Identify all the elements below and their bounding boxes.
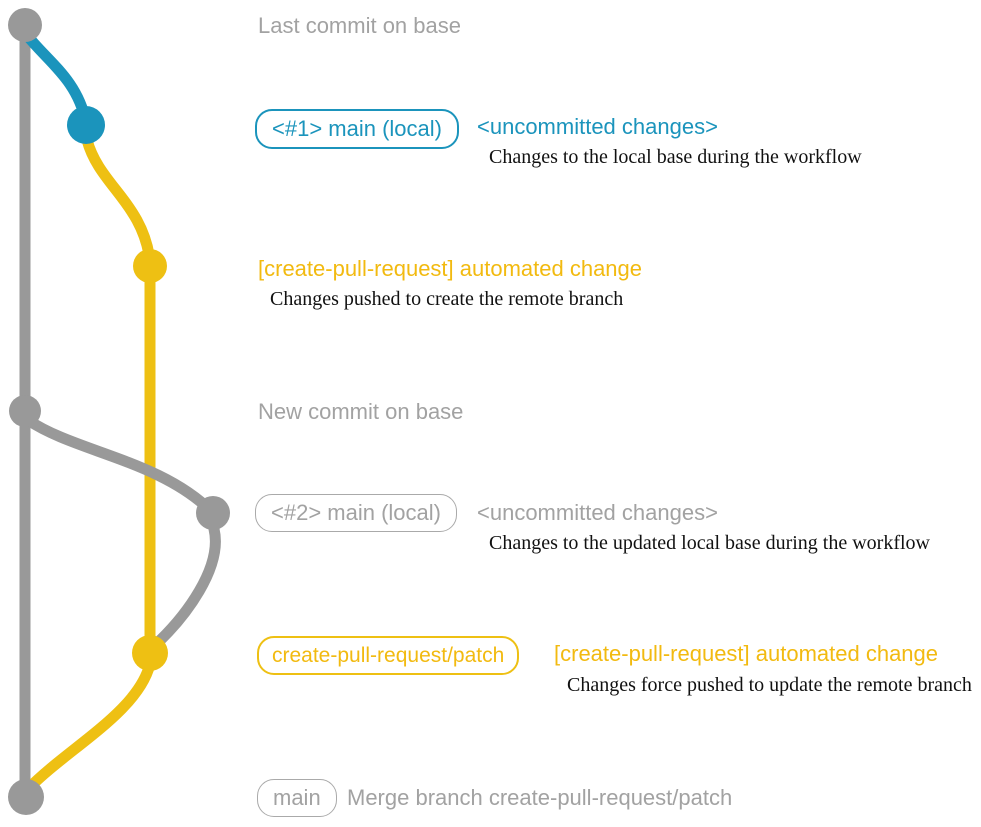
heading-last-commit-on-base: Last commit on base bbox=[258, 13, 461, 38]
branch-badge-main: main bbox=[257, 779, 337, 818]
automated-change-label-2: [create-pull-request] automated change bbox=[554, 641, 939, 666]
uncommitted-changes-label-1: <uncommitted changes> bbox=[477, 114, 718, 139]
branch-badge-local-main-2: <#2> main (local) bbox=[255, 494, 457, 533]
commit-dot-local-main-2 bbox=[196, 496, 230, 530]
pull-request-branch-curve-top bbox=[81, 134, 156, 267]
description-force-pushed-update-branch: Changes force pushed to update the remot… bbox=[567, 674, 972, 696]
merge-commit-message: Merge branch create-pull-request/patch bbox=[347, 785, 733, 810]
merge-curve bbox=[22, 658, 156, 795]
description-updated-local-base-changes: Changes to the updated local base during… bbox=[489, 532, 930, 554]
commit-dot-automated-1 bbox=[133, 249, 167, 283]
branch-badge-create-pull-request-patch: create-pull-request/patch bbox=[257, 636, 520, 676]
commit-dot-local-main-1 bbox=[67, 106, 105, 144]
updated-local-main-curve bbox=[22, 414, 218, 518]
git-branch-graph bbox=[8, 8, 230, 815]
description-pushed-create-branch: Changes pushed to create the remote bran… bbox=[270, 288, 624, 310]
heading-new-commit-on-base: New commit on base bbox=[258, 399, 464, 424]
commit-dot-last-base bbox=[8, 8, 42, 42]
rebase-curve bbox=[147, 523, 221, 653]
commit-dot-automated-2 bbox=[132, 635, 168, 671]
commit-dot-new-base bbox=[9, 395, 41, 427]
branch-badge-local-main-1: <#1> main (local) bbox=[255, 109, 459, 150]
description-local-base-changes: Changes to the local base during the wor… bbox=[489, 146, 862, 168]
uncommitted-changes-label-2: <uncommitted changes> bbox=[477, 500, 718, 525]
commit-dot-merge bbox=[8, 779, 44, 815]
automated-change-label-1: [create-pull-request] automated change bbox=[258, 256, 643, 281]
